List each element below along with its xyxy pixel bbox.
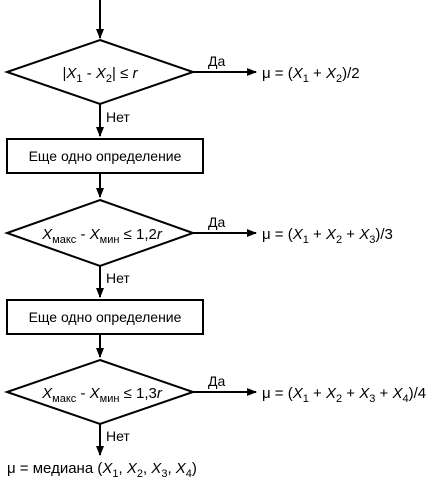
yes-label-2: Да [208,214,225,230]
no-label-2: Нет [106,270,130,286]
result-3: μ = (X1 + X2 + X3 + X4)/4 [262,385,426,405]
repeat-determination-box-2 [6,299,204,335]
no-label-3: Нет [106,428,130,444]
result-median: μ = медиана (X1, X2, X3, X4) [7,460,197,480]
decision-2-diamond [4,198,196,268]
decision-3-diamond [3,358,197,426]
decision-3-condition: Xмакс - Xмин ≤ 1,3r [41,385,163,405]
yes-label-1: Да [208,53,225,69]
no-label-1: Нет [106,109,130,125]
result-2: μ = (X1 + X2 + X3)/3 [262,226,393,246]
yes-label-3: Да [208,373,225,389]
result-1: μ = (X1 + X2)/2 [262,65,360,85]
repeat-determination-label-1: Еще одно определение [29,148,182,164]
repeat-determination-label-2: Еще одно определение [29,309,182,325]
repeat-determination-box-1 [6,138,204,174]
decision-2-condition: Xмакс - Xмин ≤ 1,2r [41,226,163,246]
